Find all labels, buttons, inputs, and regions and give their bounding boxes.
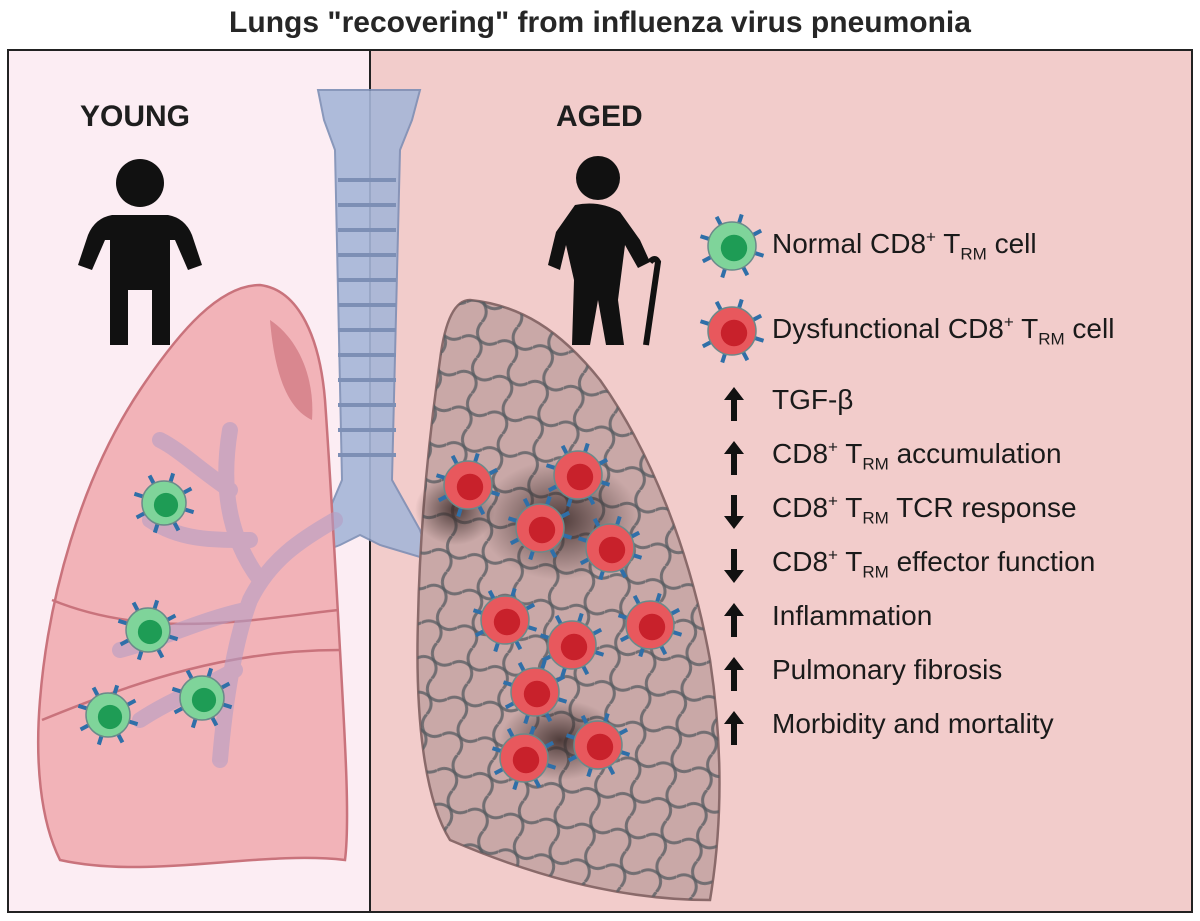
- aged-label: AGED: [556, 100, 643, 133]
- up-arrow-icon: [724, 711, 744, 745]
- figure-title: Lungs "recovering" from influenza virus …: [229, 6, 971, 39]
- normal-cd8-trm-cell: [133, 472, 195, 534]
- young-person-icon: [78, 159, 202, 345]
- up-arrow-icon: [724, 603, 744, 637]
- up-arrow-icon: [724, 387, 744, 421]
- down-arrow-icon: [724, 549, 744, 583]
- change-item-label: Pulmonary fibrosis: [772, 654, 1003, 685]
- dysfunctional-cd8-trm-cell: [617, 592, 683, 658]
- dysfunctional-cd8-trm-cell: [502, 659, 568, 725]
- legend-normal-cell-icon: [699, 213, 765, 279]
- change-item-label: TGF-β: [772, 384, 854, 415]
- dysfunctional-cd8-trm-cell: [565, 712, 631, 778]
- down-arrow-icon: [724, 495, 744, 529]
- change-item-label: CD8+ TRM effector function: [772, 545, 1096, 582]
- change-item-label: Inflammation: [772, 600, 933, 631]
- legend-dysfunctional-cell-icon: [699, 298, 765, 364]
- young-label: YOUNG: [80, 100, 191, 133]
- change-item-label: CD8+ TRM accumulation: [772, 437, 1062, 474]
- normal-cd8-trm-cell: [117, 599, 179, 661]
- normal-cells: [77, 472, 233, 746]
- aged-person-icon: [548, 156, 662, 346]
- dysfunctional-cd8-trm-cell: [545, 442, 611, 508]
- change-item-label: Morbidity and mortality: [772, 708, 1054, 739]
- up-arrow-icon: [724, 657, 744, 691]
- dysfunctional-cd8-trm-cell: [507, 495, 573, 561]
- dysfunctional-cd8-trm-cell: [577, 515, 643, 581]
- legend-normal-label: Normal CD8+ TRM cell: [772, 227, 1037, 264]
- normal-cd8-trm-cell: [171, 667, 233, 729]
- dysfunctional-cd8-trm-cell: [539, 612, 605, 678]
- dysfunctional-cells: [435, 442, 683, 791]
- legend-cells: [699, 213, 765, 364]
- dysfunctional-cd8-trm-cell: [435, 452, 501, 518]
- trachea: [297, 89, 432, 562]
- dysfunctional-cd8-trm-cell: [472, 587, 538, 653]
- dysfunctional-cd8-trm-cell: [491, 725, 557, 791]
- up-arrow-icon: [724, 441, 744, 475]
- normal-cd8-trm-cell: [77, 684, 139, 746]
- legend-dysfunctional-label: Dysfunctional CD8+ TRM cell: [772, 312, 1115, 349]
- change-item-label: CD8+ TRM TCR response: [772, 491, 1077, 528]
